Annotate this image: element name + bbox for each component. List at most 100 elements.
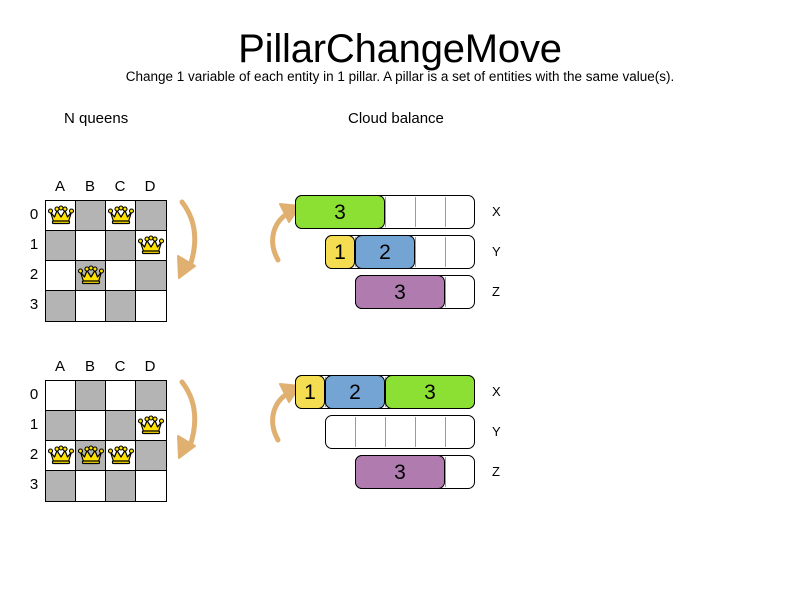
- capacity-tick: [355, 417, 356, 447]
- board-cell-a0[interactable]: [46, 381, 76, 411]
- board-cell-b1[interactable]: [76, 231, 106, 261]
- computer-label-x: X: [492, 204, 501, 219]
- computer-row-z: 3: [355, 455, 475, 489]
- rank-label-1: 1: [29, 416, 39, 433]
- file-label-b: B: [84, 178, 95, 195]
- capacity-tick: [445, 457, 446, 487]
- computer-label-y: Y: [492, 244, 501, 259]
- rank-label-3: 3: [29, 476, 39, 493]
- file-label-a: A: [54, 358, 65, 375]
- board-rank-labels: 0 1 2 3: [25, 380, 43, 500]
- computer-capacity-bar[interactable]: [325, 415, 475, 449]
- computer-row-z: 3: [355, 275, 475, 309]
- file-label-d: D: [144, 178, 156, 195]
- board-cell-d0[interactable]: [136, 381, 166, 411]
- process-block-1[interactable]: 1: [325, 235, 355, 269]
- chess-board: [45, 380, 167, 502]
- board-cell-a1[interactable]: [46, 231, 76, 261]
- rank-label-0: 0: [29, 386, 39, 403]
- board-cell-a3[interactable]: [46, 291, 76, 321]
- rank-label-3: 3: [29, 296, 39, 313]
- queen-icon: [48, 205, 74, 225]
- computer-label-y: Y: [492, 424, 501, 439]
- capacity-tick: [445, 237, 446, 267]
- capacity-tick: [445, 197, 446, 227]
- board-cell-d2[interactable]: [136, 441, 166, 471]
- board-cell-d0[interactable]: [136, 201, 166, 231]
- queen-icon: [78, 265, 104, 285]
- computer-row-x: 3: [295, 195, 475, 229]
- capacity-tick: [415, 417, 416, 447]
- arrow-down-icon: [177, 379, 198, 459]
- computer-label-z: Z: [492, 464, 500, 479]
- arrow-down-icon: [177, 199, 198, 279]
- file-label-c: C: [114, 358, 126, 375]
- queen-icon: [138, 235, 164, 255]
- board-cell-c3[interactable]: [106, 471, 136, 501]
- board-cell-c2[interactable]: [106, 261, 136, 291]
- board-cell-b0[interactable]: [76, 201, 106, 231]
- process-block-3[interactable]: 3: [385, 375, 475, 409]
- capacity-tick: [385, 197, 386, 227]
- capacity-tick: [415, 197, 416, 227]
- file-label-a: A: [54, 178, 65, 195]
- board-cell-a1[interactable]: [46, 411, 76, 441]
- board-cell-d2[interactable]: [136, 261, 166, 291]
- board-cell-b1[interactable]: [76, 411, 106, 441]
- board-cell-b2[interactable]: [76, 441, 106, 471]
- board-file-labels: A B C D: [45, 358, 165, 378]
- queen-icon: [48, 445, 74, 465]
- computer-label-z: Z: [492, 284, 500, 299]
- section-caption-nqueens: N queens: [64, 110, 129, 127]
- process-block-2[interactable]: 2: [355, 235, 415, 269]
- board-cell-d1[interactable]: [136, 411, 166, 441]
- chess-board: [45, 200, 167, 322]
- process-block-3[interactable]: 3: [355, 275, 445, 309]
- board-cell-c3[interactable]: [106, 291, 136, 321]
- board-cell-d1[interactable]: [136, 231, 166, 261]
- queen-icon: [138, 415, 164, 435]
- board-cell-c1[interactable]: [106, 411, 136, 441]
- board-cell-c0[interactable]: [106, 201, 136, 231]
- computer-row-y: [325, 415, 475, 449]
- board-cell-a3[interactable]: [46, 471, 76, 501]
- page-title: PillarChangeMove: [238, 27, 562, 71]
- board-cell-b3[interactable]: [76, 291, 106, 321]
- queen-icon: [108, 205, 134, 225]
- board-cell-b2[interactable]: [76, 261, 106, 291]
- board-cell-b0[interactable]: [76, 381, 106, 411]
- rank-label-2: 2: [29, 446, 39, 463]
- capacity-tick-marks: [325, 415, 475, 449]
- board-cell-a0[interactable]: [46, 201, 76, 231]
- section-caption-cloud: Cloud balance: [348, 110, 444, 127]
- capacity-tick: [445, 417, 446, 447]
- board-cell-c2[interactable]: [106, 441, 136, 471]
- process-block-3[interactable]: 3: [355, 455, 445, 489]
- board-cell-d3[interactable]: [136, 471, 166, 501]
- rank-label-1: 1: [29, 236, 39, 253]
- file-label-d: D: [144, 358, 156, 375]
- board-cell-c0[interactable]: [106, 381, 136, 411]
- board-cell-c1[interactable]: [106, 231, 136, 261]
- queen-icon: [108, 445, 134, 465]
- capacity-tick: [445, 277, 446, 307]
- capacity-tick: [415, 237, 416, 267]
- computer-label-x: X: [492, 384, 501, 399]
- board-cell-b3[interactable]: [76, 471, 106, 501]
- rank-label-2: 2: [29, 266, 39, 283]
- process-block-3[interactable]: 3: [295, 195, 385, 229]
- nqueens-board-after: A B C D 0 1 2 3: [25, 358, 225, 508]
- board-cell-a2[interactable]: [46, 441, 76, 471]
- process-block-1[interactable]: 1: [295, 375, 325, 409]
- process-block-2[interactable]: 2: [325, 375, 385, 409]
- page-subtitle: Change 1 variable of each entity in 1 pi…: [125, 69, 675, 84]
- board-cell-a2[interactable]: [46, 261, 76, 291]
- board-cell-d3[interactable]: [136, 291, 166, 321]
- file-label-b: B: [84, 358, 95, 375]
